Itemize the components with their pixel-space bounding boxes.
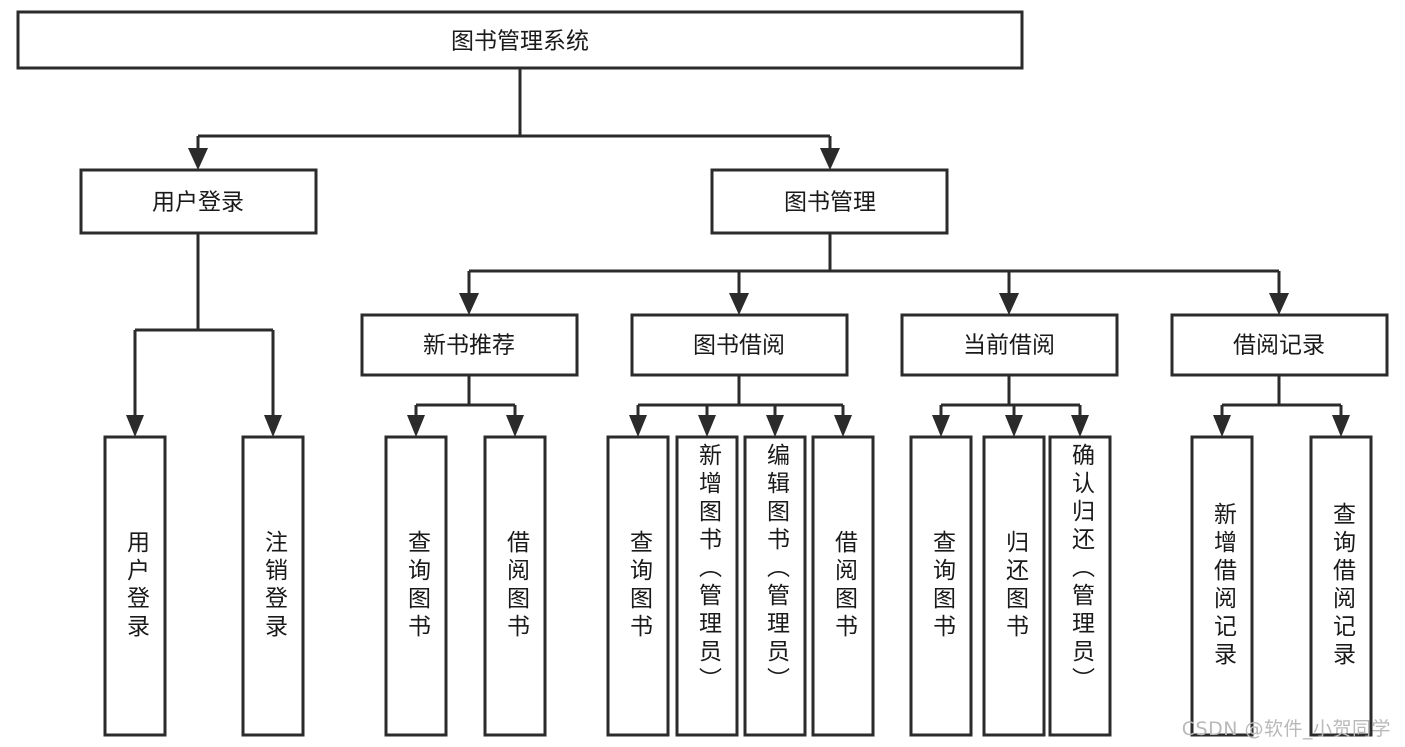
leaf-boxes-group [103, 435, 1373, 737]
node-root-label: 图书管理系统 [451, 29, 589, 55]
leaf-box-return-book[interactable] [982, 435, 1046, 737]
node-root-box[interactable] [16, 10, 1024, 70]
leaf-box-confirm-return-admin[interactable] [1048, 435, 1112, 737]
connector-group-borrow-record-to-leaves [1213, 375, 1350, 437]
arrow-head-leaf-borrow-book [834, 415, 852, 437]
arrow-head-leaf-query-borrow-record [1332, 415, 1350, 437]
node-borrow-record-label: 借阅记录 [1233, 333, 1325, 359]
leaf-box-query-book-recommend[interactable] [384, 435, 448, 737]
node-new-book-recommend[interactable]: 新书推荐 [360, 313, 579, 377]
arrow-head-user-login [188, 148, 208, 170]
leaf-box-add-borrow-record[interactable] [1190, 435, 1254, 737]
node-current-borrow[interactable]: 当前借阅 [900, 313, 1119, 377]
arrow-head-leaf-query-book-current [932, 415, 950, 437]
arrow-head-leaf-query-book-borrow [629, 415, 647, 437]
node-user-login-box[interactable] [79, 168, 318, 235]
node-book-management[interactable]: 图书管理 [710, 168, 949, 235]
connector-group-book-borrow-to-leaves [629, 375, 852, 437]
leaf-box-borrow-book[interactable] [811, 435, 875, 737]
connector-group-new-book-to-leaves [407, 375, 524, 437]
node-book-borrow[interactable]: 图书借阅 [630, 313, 849, 377]
node-book-borrow-box[interactable] [630, 313, 849, 377]
connector-group-user-login-to-leaves [126, 233, 282, 437]
node-new-book-recommend-box[interactable] [360, 313, 579, 377]
arrow-head-leaf-add-borrow-record [1213, 415, 1231, 437]
leaf-box-add-book-admin[interactable] [675, 435, 739, 737]
arrow-head-leaf-borrow-book-recommend [506, 415, 524, 437]
arrow-head-leaf-return-book [1005, 415, 1023, 437]
arrow-head-book-management [820, 148, 840, 170]
leaf-box-user-login[interactable] [103, 435, 167, 737]
watermark-text: CSDN @软件_小贺同学 [1181, 718, 1391, 740]
node-borrow-record[interactable]: 借阅记录 [1170, 313, 1389, 377]
node-user-login-label: 用户登录 [152, 190, 244, 216]
arrow-head-borrow-record [1269, 293, 1289, 315]
arrow-head-leaf-query-book-recommend [407, 415, 425, 437]
node-current-borrow-box[interactable] [900, 313, 1119, 377]
arrow-head-leaf-add-book-admin [698, 415, 716, 437]
arrow-head-book-borrow [729, 293, 749, 315]
arrow-head-leaf-edit-book-admin [766, 415, 784, 437]
leaf-box-query-book-current[interactable] [909, 435, 973, 737]
node-new-book-recommend-label: 新书推荐 [423, 333, 515, 359]
leaf-box-query-book-borrow[interactable] [606, 435, 670, 737]
node-root[interactable]: 图书管理系统 [16, 10, 1024, 70]
connector-group-book-management-to-level3 [459, 233, 1289, 315]
leaf-box-borrow-book-recommend[interactable] [483, 435, 547, 737]
connector-group-current-borrow-to-leaves [932, 375, 1089, 437]
leaf-box-edit-book-admin[interactable] [743, 435, 807, 737]
node-book-borrow-label: 图书借阅 [693, 333, 785, 359]
arrow-head-leaf-logout [264, 415, 282, 437]
connector-group-root-to-level2 [188, 68, 840, 170]
node-book-management-box[interactable] [710, 168, 949, 235]
leaf-box-query-borrow-record[interactable] [1309, 435, 1373, 737]
node-current-borrow-label: 当前借阅 [963, 333, 1055, 359]
leaf-box-logout[interactable] [241, 435, 305, 737]
arrow-head-leaf-confirm-return-admin [1071, 415, 1089, 437]
arrow-head-new-book [459, 293, 479, 315]
arrow-head-current-borrow [999, 293, 1019, 315]
arrow-head-leaf-user-login [126, 415, 144, 437]
node-borrow-record-box[interactable] [1170, 313, 1389, 377]
node-book-management-label: 图书管理 [784, 190, 876, 216]
node-user-login[interactable]: 用户登录 [79, 168, 318, 235]
